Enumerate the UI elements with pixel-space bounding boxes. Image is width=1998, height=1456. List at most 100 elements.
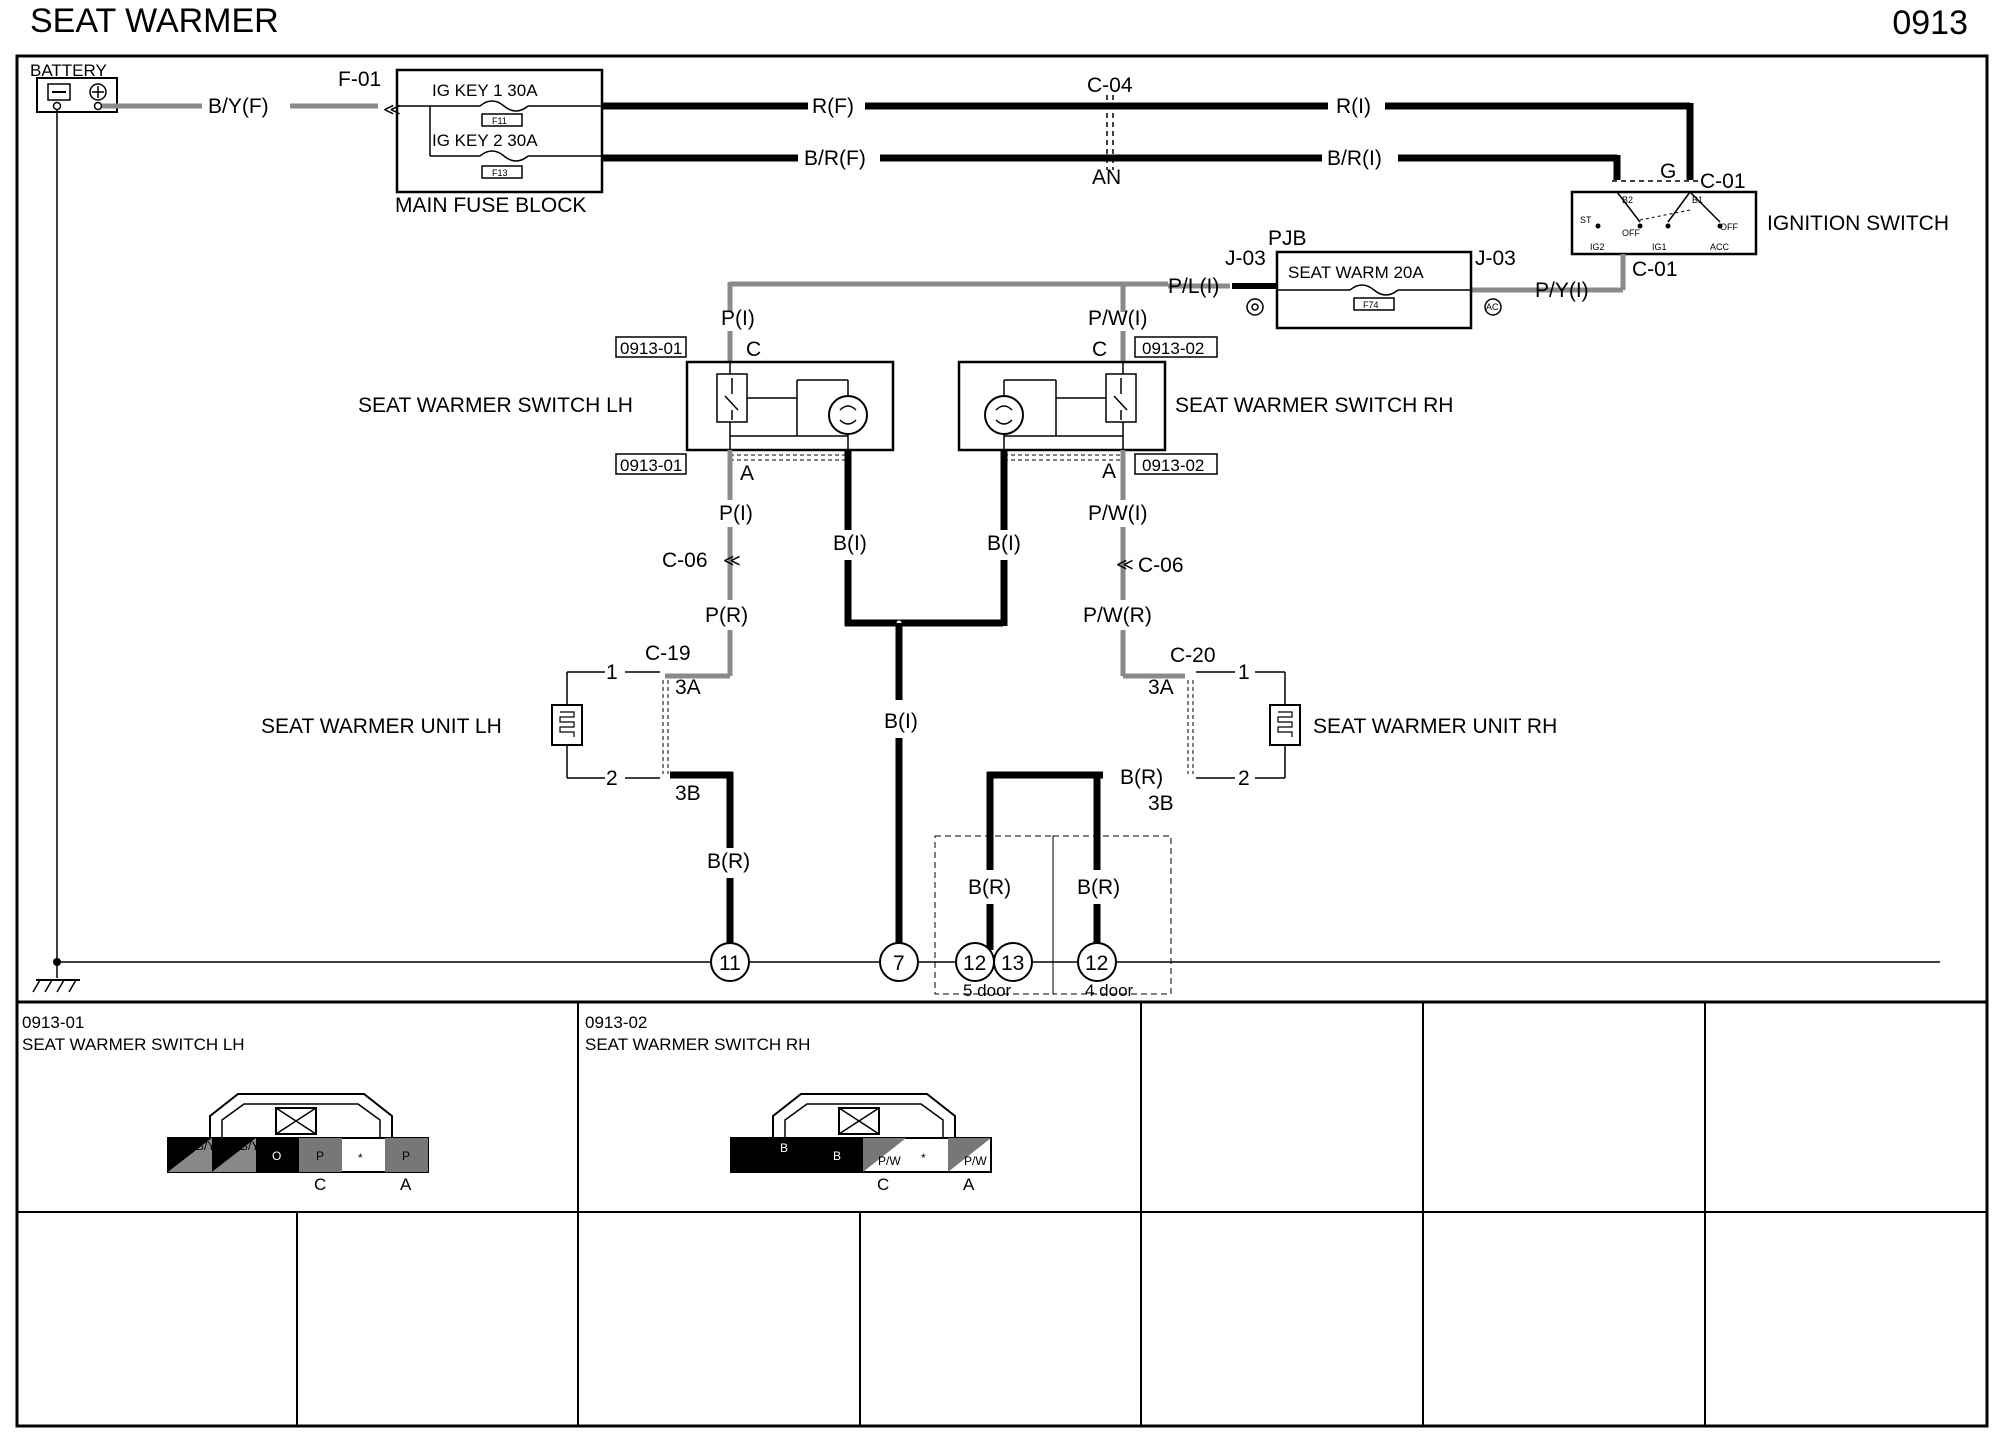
left-wire-out: P(I) xyxy=(719,502,753,525)
left-pin-a: A xyxy=(740,462,754,485)
left-conn-ref-top: 0913-01 xyxy=(620,339,682,358)
seat-warmer-switch-rh: P/W(I) C 0913-02 SEAT WARMER SWITCH RH A… xyxy=(957,307,1453,483)
wire-label-by-f: B/Y(F) xyxy=(208,95,269,118)
wire-label-pyi: P/Y(I) xyxy=(1535,279,1589,302)
ign-ig2: IG2 xyxy=(1590,242,1605,252)
pjb-conn-left: J-03 xyxy=(1225,247,1266,270)
pjb-pin-right: AC xyxy=(1486,302,1499,312)
switch-lh-name: SEAT WARMER SWITCH LH xyxy=(358,394,633,417)
ign-ig1: IG1 xyxy=(1652,242,1667,252)
rh-label-c: C xyxy=(877,1175,889,1194)
wire-label-brf: B/R(F) xyxy=(804,147,866,170)
pjb-fuse-tag: F74 xyxy=(1363,300,1379,310)
left-wire-br: B(R) xyxy=(707,850,750,873)
rh-pin-5: P/W xyxy=(964,1154,987,1168)
left-conn-ref-bottom: 0913-01 xyxy=(620,456,682,475)
switch-rh-name: SEAT WARMER SWITCH RH xyxy=(1175,394,1453,417)
ignition-pin-g: G xyxy=(1660,160,1676,183)
left-ground-wire: B(I) xyxy=(833,532,867,555)
left-pin-c: C xyxy=(746,338,761,361)
right-wire-out: P/W(I) xyxy=(1088,502,1147,525)
door-5-label: 5 door xyxy=(963,981,1012,1000)
lh-pin-5: * xyxy=(358,1151,363,1165)
page-title: SEAT WARMER xyxy=(30,2,279,40)
right-pin-3b: 3B xyxy=(1148,792,1174,815)
rh-pin-4: * xyxy=(921,1151,926,1165)
svg-text:≪: ≪ xyxy=(1116,555,1134,574)
left-c19: C-19 xyxy=(645,642,691,665)
lh-pin-6: P xyxy=(402,1149,410,1163)
right-pin-c: C xyxy=(1092,338,1107,361)
page-code: 0913 xyxy=(1892,4,1968,42)
svg-text:≪: ≪ xyxy=(723,551,741,570)
ground-point: 7 xyxy=(879,942,919,982)
rh-pin-2: B xyxy=(833,1149,841,1163)
wire-label-ri: R(I) xyxy=(1336,95,1371,118)
connector-code: 0913-01 xyxy=(22,1013,84,1032)
seat-warmer-switch-lh: P(I) 0913-01 C SEAT WARMER SWITCH LH 091… xyxy=(358,307,895,485)
connector-name: SEAT WARMER SWITCH RH xyxy=(585,1035,810,1054)
main-fuse-block: IG KEY 1 30A F11 IG KEY 2 30A F13 MAIN F… xyxy=(395,68,604,217)
ground-point-12a: 12 xyxy=(963,952,986,975)
left-wire-pr: P(R) xyxy=(705,604,748,627)
lh-pin-2: B/Y xyxy=(240,1139,259,1153)
conn-an: AN xyxy=(1092,166,1121,189)
battery-label: BATTERY xyxy=(30,61,107,80)
connector-code: 0913-02 xyxy=(585,1013,647,1032)
lh-label-a: A xyxy=(400,1175,412,1194)
ign-off1: OFF xyxy=(1622,228,1640,238)
pjb-label: PJB xyxy=(1268,227,1307,250)
diagram-frame xyxy=(15,54,1989,1428)
right-wire-br3: B(R) xyxy=(1077,876,1120,899)
door-4-label: 4 door xyxy=(1085,981,1134,1000)
ignition-switch: G C-01 B2 B1 OFF OFF ST IG2 IG1 ACC IGNI… xyxy=(1570,160,1949,281)
left-pin-3b: 3B xyxy=(675,782,701,805)
ground-point: 12 xyxy=(1077,942,1117,982)
pjb-conn-right: J-03 xyxy=(1475,247,1516,270)
ign-off2: OFF xyxy=(1720,222,1738,232)
wire-label-rf: R(F) xyxy=(812,95,854,118)
pjb-fuse: PJB J-03 J-03 SEAT WARM 20A F74 AC xyxy=(1225,227,1516,330)
ignition-conn-bottom: C-01 xyxy=(1632,258,1678,281)
fuse-tag-f13: F13 xyxy=(492,168,508,178)
lh-pin-1: B/Y xyxy=(196,1139,215,1153)
rh-label-a: A xyxy=(963,1175,975,1194)
lh-pin-3: O xyxy=(272,1149,281,1163)
right-conn-ref-bottom: 0913-02 xyxy=(1142,456,1204,475)
connector-view-0913-01: 0913-01 SEAT WARMER SWITCH LH B/Y B/Y O … xyxy=(22,1013,429,1194)
ground-point-11: 11 xyxy=(719,952,741,975)
ign-acc: ACC xyxy=(1710,242,1730,252)
left-pin-1: 1 xyxy=(606,661,618,684)
lh-label-c: C xyxy=(314,1175,326,1194)
right-wire-pwr: P/W(R) xyxy=(1083,604,1152,627)
right-ground-wire: B(I) xyxy=(987,532,1021,555)
right-c06: C-06 xyxy=(1138,554,1184,577)
connector-view-0913-02: 0913-02 SEAT WARMER SWITCH RH B B P/W * … xyxy=(585,1013,992,1194)
ign-st: ST xyxy=(1580,215,1592,225)
pjb-fuse-name: SEAT WARM 20A xyxy=(1288,263,1424,282)
right-wire-br2: B(R) xyxy=(968,876,1011,899)
ground-point: 13 xyxy=(993,942,1033,982)
right-c20: C-20 xyxy=(1170,644,1216,667)
right-conn-ref-top: 0913-02 xyxy=(1142,339,1204,358)
wire-label-bri: B/R(I) xyxy=(1327,147,1382,170)
left-pin-3a: 3A xyxy=(675,676,701,699)
ground-point-7: 7 xyxy=(893,952,905,975)
ignition-switch-name: IGNITION SWITCH xyxy=(1767,212,1949,235)
fuse-ig-key-2: IG KEY 2 30A xyxy=(432,131,538,150)
center-ground-wire: B(I) xyxy=(884,710,918,733)
right-pin-3a: 3A xyxy=(1148,676,1174,699)
right-pin-2: 2 xyxy=(1238,767,1250,790)
left-c06: C-06 xyxy=(662,549,708,572)
ground-point: 12 xyxy=(955,942,995,982)
right-pin-1: 1 xyxy=(1238,661,1250,684)
lh-pin-4: P xyxy=(316,1149,324,1163)
fuse-ig-key-1: IG KEY 1 30A xyxy=(432,81,538,100)
rh-pin-3: P/W xyxy=(878,1154,901,1168)
ground-point-12b: 12 xyxy=(1085,952,1108,975)
left-wire-in: P(I) xyxy=(721,307,755,330)
battery: BATTERY xyxy=(30,61,118,113)
right-wire-in: P/W(I) xyxy=(1088,307,1147,330)
conn-f01: F-01 xyxy=(338,68,381,91)
